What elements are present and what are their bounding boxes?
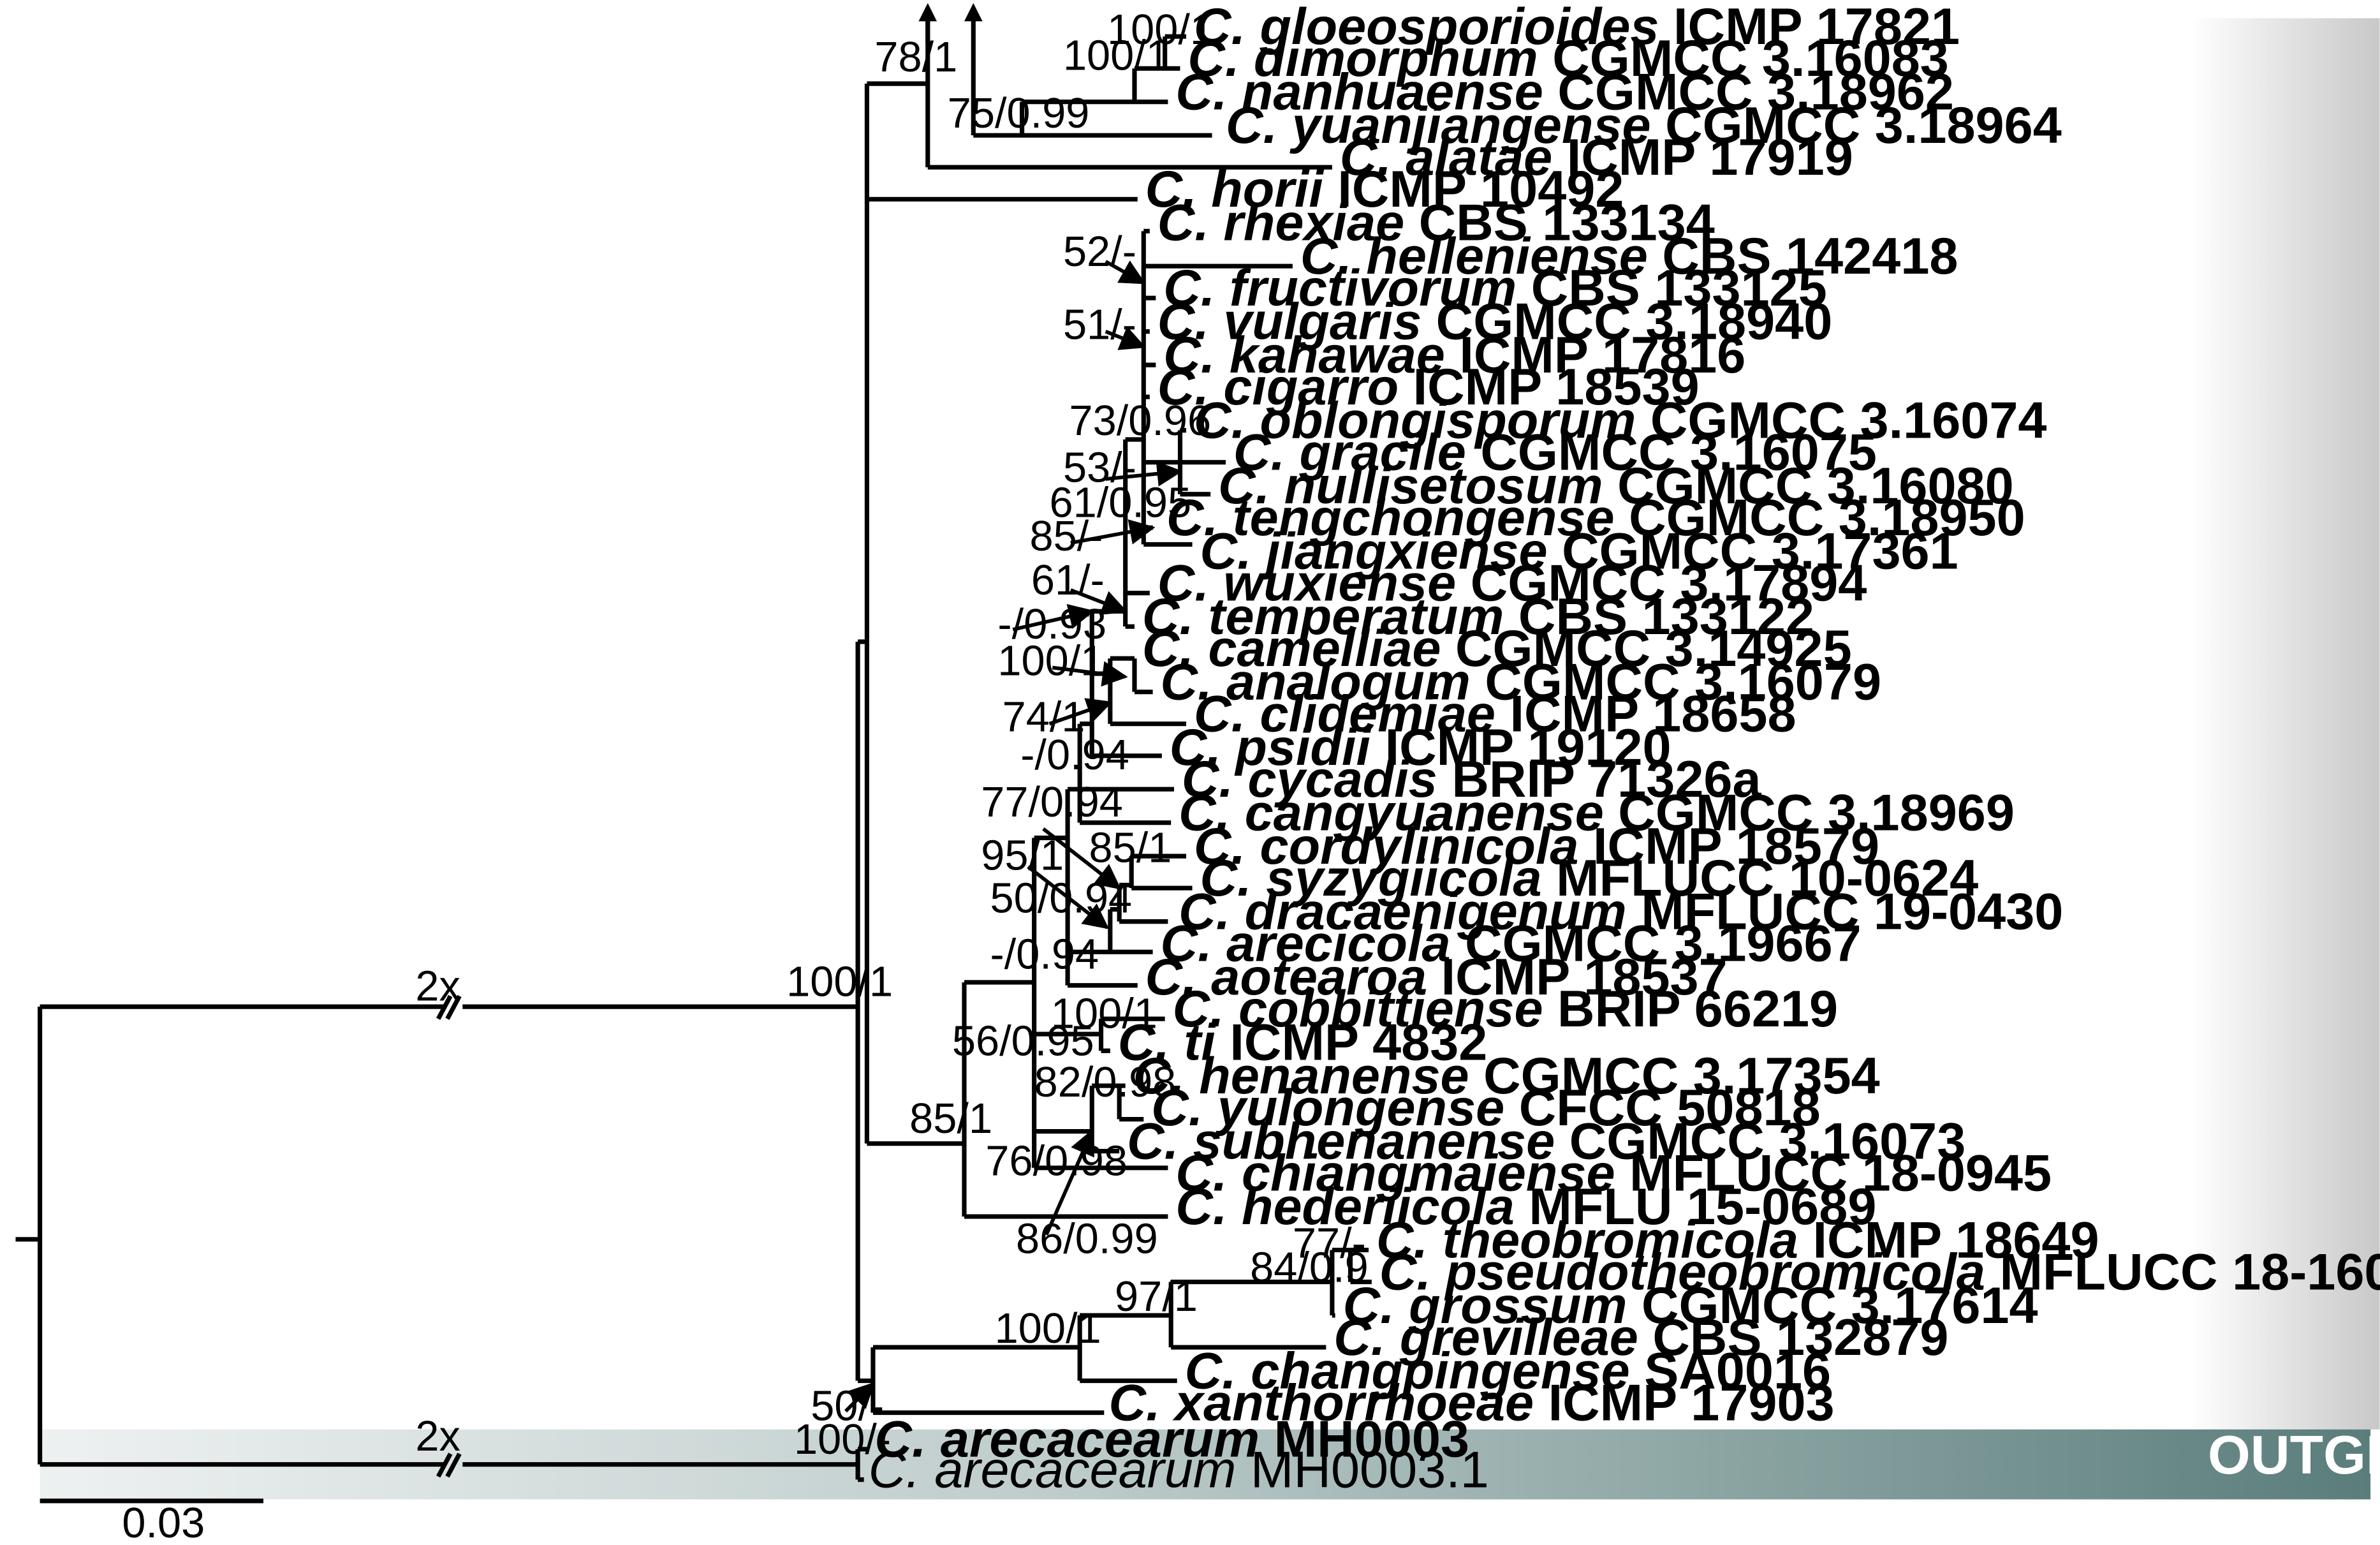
support-value: 85/1 xyxy=(1089,825,1172,872)
taxon-label: C. yulongense CFCC 50818 xyxy=(1151,1079,1820,1137)
support-value: 82/0.98 xyxy=(1034,1059,1177,1106)
taxon-label: C. wuxiense CGMCC 3.17894 xyxy=(1157,555,1867,612)
support-value: 76/0.98 xyxy=(985,1138,1128,1185)
taxon-label: C. arecacearum MH0003 xyxy=(874,1411,1469,1468)
support-value: 56/0.95 xyxy=(952,1017,1094,1065)
support-value: 52/- xyxy=(1063,228,1136,276)
taxon-label: C. nanhuaense CGMCC 3.18962 xyxy=(1175,64,1954,121)
taxon-label: C. temperatum CBS 133122 xyxy=(1142,588,1814,646)
taxon-label: C. aotearoa ICMP 18537 xyxy=(1145,949,1728,1006)
taxon-label: C. cobbittiense BRIP 66219 xyxy=(1173,980,1839,1038)
support-value: 100/1 xyxy=(1051,990,1157,1037)
support-value: 77/- xyxy=(1293,1220,1366,1267)
taxon-label: C. cangyuanense CGMCC 3.18969 xyxy=(1179,785,2015,842)
taxon-label: C. arecacearum MH0003.1 xyxy=(869,1441,1489,1498)
support-value: 50/0.94 xyxy=(990,875,1133,922)
taxon-label: C. alatae ICMP 17919 xyxy=(1340,129,1853,186)
support-values: 100/1 100/1 75/0.99 78/1 52/- 51/- 73/0.… xyxy=(786,6,1369,1463)
support-value: 100/1 xyxy=(1107,6,1214,54)
taxon-label: C. cordylinicola ICMP 18579 xyxy=(1194,818,1879,875)
support-value: 75/0.99 xyxy=(948,90,1090,137)
taxon-label: C. clidemiae ICMP 18658 xyxy=(1194,686,1796,743)
taxon-label: C. analogum CGMCC 3.16079 xyxy=(1161,654,1882,711)
support-arrows xyxy=(844,260,1183,1413)
taxon-label: C. kahawae ICMP 17816 xyxy=(1163,327,1745,384)
taxon-label: C. cycadis BRIP 71326a xyxy=(1182,751,1762,808)
scale-bar: 0.03 xyxy=(40,1498,264,1545)
taxon-label: C. ti ICMP 4832 xyxy=(1118,1014,1488,1072)
support-value: -/0.93 xyxy=(997,601,1106,648)
taxon-label: C. chiangmaiense MFLUCC 18-0945 xyxy=(1175,1145,2052,1202)
taxon-label: C. yuanjiangense CGMCC 3.18964 xyxy=(1226,97,2062,154)
taxon-label: C. changpingense SA0016 xyxy=(1185,1342,1831,1400)
support-value: 73/0.96 xyxy=(1069,397,1211,445)
support-value: -/0.94 xyxy=(990,931,1099,979)
taxon-label: C. dracaenigenum MFLUCC 19-0430 xyxy=(1179,883,2063,941)
taxon-label: C. gracile CGMCC 3.16075 xyxy=(1233,424,1877,482)
support-value: 74/1 xyxy=(1003,694,1085,741)
taxon-label: C. rhexiae CBS 133134 xyxy=(1157,195,1715,252)
support-value: 50/- xyxy=(811,1383,884,1430)
support-value: 100/1 xyxy=(995,1305,1101,1352)
support-value: 100/1 xyxy=(786,958,893,1005)
support-value: 100/1 xyxy=(1063,33,1170,80)
support-value: 53/- xyxy=(1063,445,1136,492)
taxon-label: C. helleniense CBS 142418 xyxy=(1300,228,1958,285)
taxon-label: C. theobromicola ICMP 18649 xyxy=(1376,1211,2099,1269)
taxon-label: C. vulgaris CGMCC 3.18940 xyxy=(1157,293,1833,351)
taxon-label: C. hederiicola MFLU 15-0689 xyxy=(1175,1178,1876,1236)
taxon-label: C. xanthorrhoeae ICMP 17903 xyxy=(1108,1375,1834,1432)
support-value: 100/1 xyxy=(997,637,1104,684)
support-value: 78/1 xyxy=(874,34,957,81)
taxon-label: C. henanense CGMCC 3.17354 xyxy=(1133,1047,1880,1105)
support-value: 77/0.94 xyxy=(981,779,1123,826)
taxon-label: C. cigarro ICMP 18539 xyxy=(1157,359,1700,416)
support-value: 97/1 xyxy=(1115,1273,1198,1320)
support-value: 84/0.9 xyxy=(1250,1245,1369,1292)
taxon-label: C. psidii ICMP 19120 xyxy=(1170,719,1671,776)
taxon-label: C. jiangxiense CGMCC 3.17361 xyxy=(1200,523,1958,580)
taxon-labels: C. gloeosporioides ICMP 17821 C. dimorph… xyxy=(869,0,2380,1498)
support-value: -/0.94 xyxy=(1020,732,1129,779)
right-shade-band xyxy=(2189,18,2380,1430)
outgroup-label: OUTGROUP xyxy=(2208,1424,2380,1486)
taxon-label: C. tengchongense CGMCC 3.18950 xyxy=(1166,489,2025,547)
taxon-label: C. dimorphum CGMCC 3.16083 xyxy=(1187,30,1948,87)
taxon-label: C. oblongisporum CGMCC 3.16074 xyxy=(1194,392,2047,450)
taxon-label: C. nullisetosum CGMCC 3.16080 xyxy=(1218,457,2014,515)
taxon-label: C. camelliae CGMCC 3.14925 xyxy=(1142,620,1852,677)
support-value: 95/1 xyxy=(981,832,1064,880)
support-value: 61/- xyxy=(1031,557,1105,604)
branch-break-label: 2x xyxy=(415,963,460,1010)
support-value: 85/1 xyxy=(909,1095,992,1142)
taxon-label: C. horii ICMP 10492 xyxy=(1145,161,1624,218)
support-value: 51/- xyxy=(1063,302,1136,349)
taxon-label: C. syzygiicola MFLUCC 10-0624 xyxy=(1200,850,1978,907)
taxon-label: C. pseudotheobromicola MFLUCC 18-1602 xyxy=(1379,1244,2380,1301)
support-value: 100/- xyxy=(794,1416,891,1463)
support-value: 85/- xyxy=(1030,513,1103,560)
scale-bar-label: 0.03 xyxy=(122,1500,205,1545)
taxon-label: C. gloeosporioides ICMP 17821 xyxy=(1194,0,1960,55)
support-value: 61/0.95 xyxy=(1049,480,1191,527)
taxon-label: C. subhenanense CGMCC 3.16073 xyxy=(1127,1113,1965,1171)
branch-break-label: 2x xyxy=(415,1413,460,1460)
taxon-label: C. arecicola CGMCC 3.19667 xyxy=(1161,915,1862,973)
taxon-label: C. grossum CGMCC 3.17614 xyxy=(1343,1277,2038,1334)
support-value: 86/0.99 xyxy=(1016,1215,1158,1262)
taxon-label: C. grevilleae CBS 132879 xyxy=(1333,1309,1948,1366)
taxon-label: C. fructivorum CBS 133125 xyxy=(1163,260,1827,317)
